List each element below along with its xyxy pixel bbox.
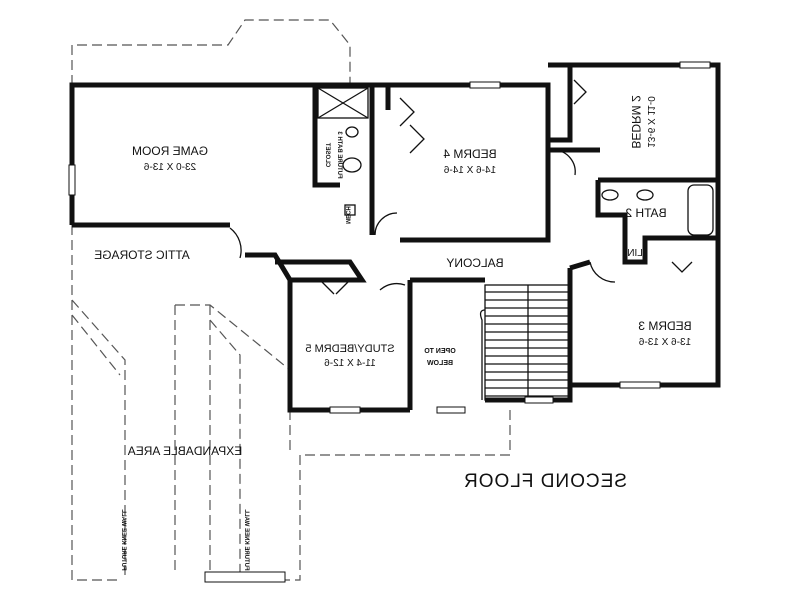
bedrm4-dims: 14-6 X 14-6 xyxy=(443,165,496,176)
walls xyxy=(69,62,721,413)
attic-storage-label: ATTIC STORAGE xyxy=(94,248,190,262)
mech-label: MECH xyxy=(344,206,350,224)
open-to-below-line2: BELOW xyxy=(427,360,453,367)
balcony-label: BALCONY xyxy=(446,256,503,270)
windows xyxy=(68,61,711,583)
expandable-area-label: EXPANDABLE AREA xyxy=(128,444,243,458)
study-dims: 11-4 X 12-6 xyxy=(324,358,376,369)
bedrm2-label: BEDRM 2 xyxy=(629,95,643,149)
closet-label: CLOSET xyxy=(324,143,330,168)
fixtures xyxy=(229,79,714,295)
bath2-label: BATH 2 xyxy=(625,206,666,220)
bedrm3-dims: 13-6 X 13-6 xyxy=(638,337,691,348)
bedrm4-label: BEDRM 4 xyxy=(443,147,497,161)
bedrm3-label: BEDRM 3 xyxy=(638,319,692,333)
staircase xyxy=(479,284,571,401)
knee-wall-right-label: FUTURE KNEE WALL xyxy=(243,509,249,571)
open-to-below-line1: OPEN TO xyxy=(424,348,456,355)
game-room-label: GAME ROOM xyxy=(132,144,208,158)
study-label: STUDY/BEDRM 5 xyxy=(305,343,394,355)
future-bath-label: FUTURE BATH 3 xyxy=(336,131,342,179)
game-room-dims: 23-0 X 13-6 xyxy=(143,162,196,173)
knee-wall-left-label: FUTURE KNEE WALL xyxy=(120,509,126,571)
lin-label: LIN xyxy=(627,248,643,259)
bedrm2-dims: 13-6 X 11-0 xyxy=(645,96,656,148)
floor-title: SECOND FLOOR xyxy=(463,471,627,492)
